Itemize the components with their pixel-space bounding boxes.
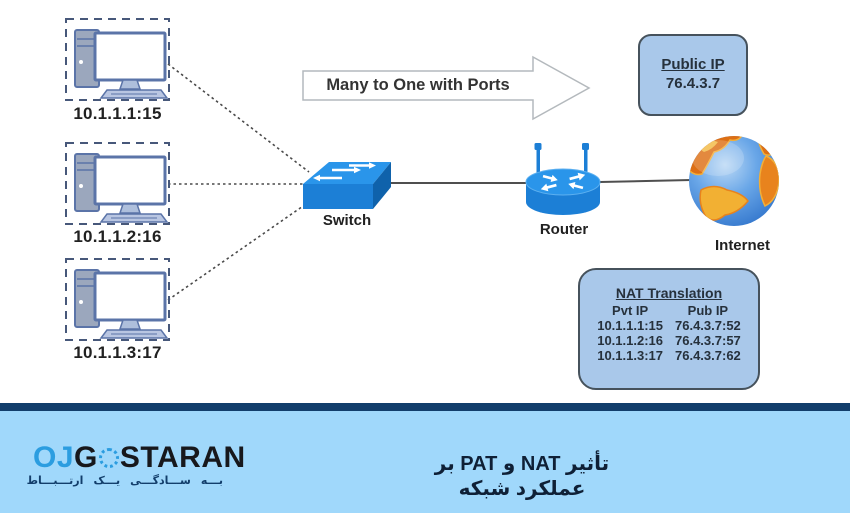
footer-title: تأثیر NAT و PAT بر عملکرد شبکه [434,453,610,500]
computer-icon-1 [64,17,171,102]
nat-cell: 10.1.1.3:17 [597,347,663,363]
pc2-ip-label: 10.1.1.2:16 [73,227,162,246]
logo-part-oj: OJ [33,441,75,474]
public-ip-box: Public IP 76.4.3.7 [638,34,748,116]
nat-cell: 10.1.1.2:16 [597,332,663,348]
logo-part-staran: STARAN [119,441,246,474]
nat-col-header: Pub IP [687,303,729,318]
arrow-label: Many to One with Ports [326,76,510,94]
router-label: Router [539,221,589,238]
nat-cell: 76.4.3.7:57 [675,332,741,348]
footer-divider-bar [0,403,850,411]
nat-cell: 10.1.1.1:15 [597,317,663,333]
computer-icon-2 [64,141,171,226]
brand-logo-text: OJG STARAN [33,443,246,473]
brand-logo: OJG STARAN بـــه ســـادگـــی یـــک ارتـــ… [26,443,246,487]
nat-table: Pvt IP Pub IP 10.1.1.1:15 76.4.3.7:52 10… [580,304,758,363]
logo-part-g: G [74,441,98,474]
router-icon [525,143,601,215]
nat-cell: 76.4.3.7:62 [675,347,741,363]
public-ip-value: 76.4.3.7 [665,75,721,92]
logo-globe-icon [98,448,119,468]
pc3-ip-label: 10.1.1.3:17 [73,343,162,362]
link-router-internet [599,179,692,183]
nat-col-header: Pvt IP [612,303,649,318]
pc1-ip-label: 10.1.1.1:15 [73,104,162,123]
internet-label: Internet [714,237,770,254]
network-diagram [64,17,779,342]
many-to-one-arrow [302,55,591,121]
nat-cell: 76.4.3.7:52 [675,317,741,333]
link-pc1-switch [167,63,310,173]
public-ip-title: Public IP [661,56,725,74]
footer: OJG STARAN بـــه ســـادگـــی یـــک ارتـــ… [0,411,850,513]
internet-globe-icon [689,136,779,226]
brand-tagline: بـــه ســـادگـــی یـــک ارتـــبـــاط [26,475,223,487]
nat-translation-box: NAT Translation Pvt IP Pub IP 10.1.1.1:1… [578,268,760,390]
computer-icon-3 [64,257,171,342]
switch-icon [303,162,391,209]
switch-label: Switch [322,212,372,229]
nat-table-title: NAT Translation [615,285,723,301]
link-pc3-switch [167,203,307,301]
